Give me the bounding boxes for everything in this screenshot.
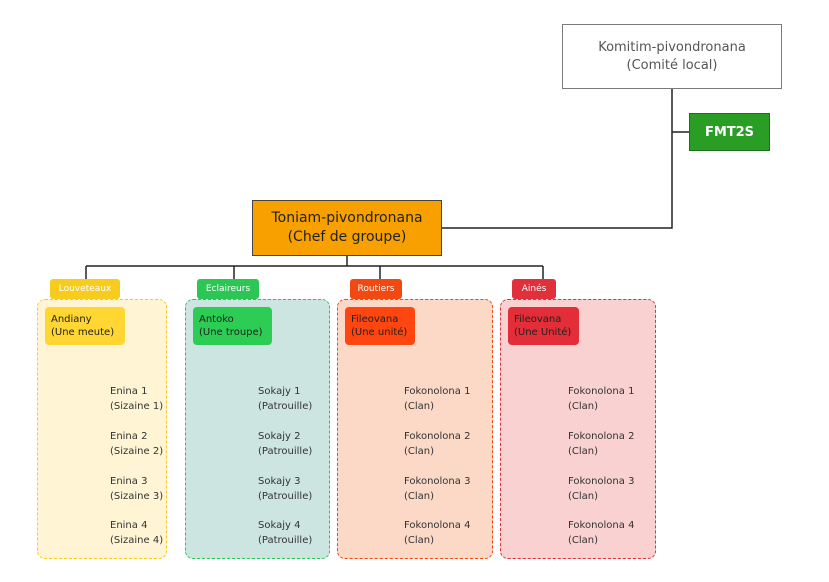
child-routiers-1: Fokonolona 1 (Clan): [404, 384, 470, 414]
unit-eclaireurs-desc: (Une troupe): [199, 327, 263, 338]
child-louveteaux-2: Enina 2 (Sizaine 2): [110, 429, 163, 459]
unit-eclaireurs: Antoko (Une troupe): [193, 307, 272, 345]
chef-title: Toniam-pivondronana: [271, 210, 423, 226]
child-name: Fokonolona 1: [568, 386, 635, 397]
child-name: Sokajy 2: [258, 431, 301, 442]
child-eclaireurs-2: Sokajy 2 (Patrouille): [258, 429, 312, 459]
comite-local-box: Komitim-pivondronana (Comité local): [562, 24, 782, 89]
child-name: Fokonolona 3: [404, 476, 471, 487]
child-desc: (Clan): [404, 535, 435, 546]
child-louveteaux-1: Enina 1 (Sizaine 1): [110, 384, 163, 414]
tag-eclaireurs: Eclaireurs: [197, 279, 259, 299]
chef-de-groupe-box: Toniam-pivondronana (Chef de groupe): [252, 200, 442, 256]
child-aines-2: Fokonolona 2 (Clan): [568, 429, 634, 459]
child-desc: (Sizaine 4): [110, 535, 164, 546]
child-desc: (Clan): [404, 446, 435, 457]
child-name: Fokonolona 2: [404, 431, 471, 442]
fmt2s-box: FMT2S: [689, 113, 770, 151]
child-desc: (Patrouille): [258, 491, 313, 502]
child-name: Fokonolona 4: [568, 520, 635, 531]
child-name: Fokonolona 3: [568, 476, 635, 487]
child-desc: (Clan): [568, 401, 599, 412]
comite-subtitle: (Comité local): [626, 57, 718, 73]
unit-routiers-name: Fileovana: [351, 314, 399, 325]
child-eclaireurs-1: Sokajy 1 (Patrouille): [258, 384, 312, 414]
unit-louveteaux-desc: (Une meute): [51, 327, 115, 338]
child-name: Fokonolona 4: [404, 520, 471, 531]
child-louveteaux-3: Enina 3 (Sizaine 3): [110, 474, 163, 504]
child-desc: (Sizaine 2): [110, 446, 164, 457]
unit-aines-name: Fileovana: [514, 314, 562, 325]
child-name: Enina 1: [110, 386, 148, 397]
child-name: Sokajy 4: [258, 520, 301, 531]
child-aines-4: Fokonolona 4 (Clan): [568, 518, 634, 548]
child-name: Fokonolona 1: [404, 386, 471, 397]
child-desc: (Clan): [404, 491, 435, 502]
unit-louveteaux: Andiany (Une meute): [45, 307, 125, 345]
child-desc: (Clan): [568, 446, 599, 457]
unit-routiers: Fileovana (Une unité): [345, 307, 415, 345]
connector-comite-chef: [442, 89, 673, 229]
child-routiers-2: Fokonolona 2 (Clan): [404, 429, 470, 459]
child-desc: (Patrouille): [258, 401, 313, 412]
fmt2s-label: FMT2S: [704, 124, 755, 140]
child-desc: (Patrouille): [258, 446, 313, 457]
unit-aines: Fileovana (Une Unité): [508, 307, 579, 345]
child-name: Fokonolona 2: [568, 431, 635, 442]
child-routiers-3: Fokonolona 3 (Clan): [404, 474, 470, 504]
unit-eclaireurs-name: Antoko: [199, 314, 234, 325]
child-name: Sokajy 1: [258, 386, 301, 397]
child-aines-3: Fokonolona 3 (Clan): [568, 474, 634, 504]
unit-aines-desc: (Une Unité): [514, 327, 572, 338]
chef-subtitle: (Chef de groupe): [287, 229, 407, 245]
tag-louveteaux: Louveteaux: [50, 279, 120, 299]
child-desc: (Sizaine 3): [110, 491, 164, 502]
child-name: Sokajy 3: [258, 476, 301, 487]
unit-louveteaux-name: Andiany: [51, 314, 92, 325]
child-routiers-4: Fokonolona 4 (Clan): [404, 518, 470, 548]
child-desc: (Patrouille): [258, 535, 313, 546]
child-name: Enina 3: [110, 476, 148, 487]
comite-title: Komitim-pivondronana: [598, 39, 746, 55]
child-eclaireurs-3: Sokajy 3 (Patrouille): [258, 474, 312, 504]
child-louveteaux-4: Enina 4 (Sizaine 4): [110, 518, 163, 548]
child-name: Enina 4: [110, 520, 148, 531]
child-desc: (Clan): [568, 491, 599, 502]
child-desc: (Clan): [404, 401, 435, 412]
unit-routiers-desc: (Une unité): [351, 327, 408, 338]
tag-routiers: Routiers: [350, 279, 402, 299]
child-desc: (Clan): [568, 535, 599, 546]
child-aines-1: Fokonolona 1 (Clan): [568, 384, 634, 414]
child-name: Enina 2: [110, 431, 148, 442]
child-desc: (Sizaine 1): [110, 401, 164, 412]
child-eclaireurs-4: Sokajy 4 (Patrouille): [258, 518, 312, 548]
tag-aines: Ainés: [512, 279, 556, 299]
